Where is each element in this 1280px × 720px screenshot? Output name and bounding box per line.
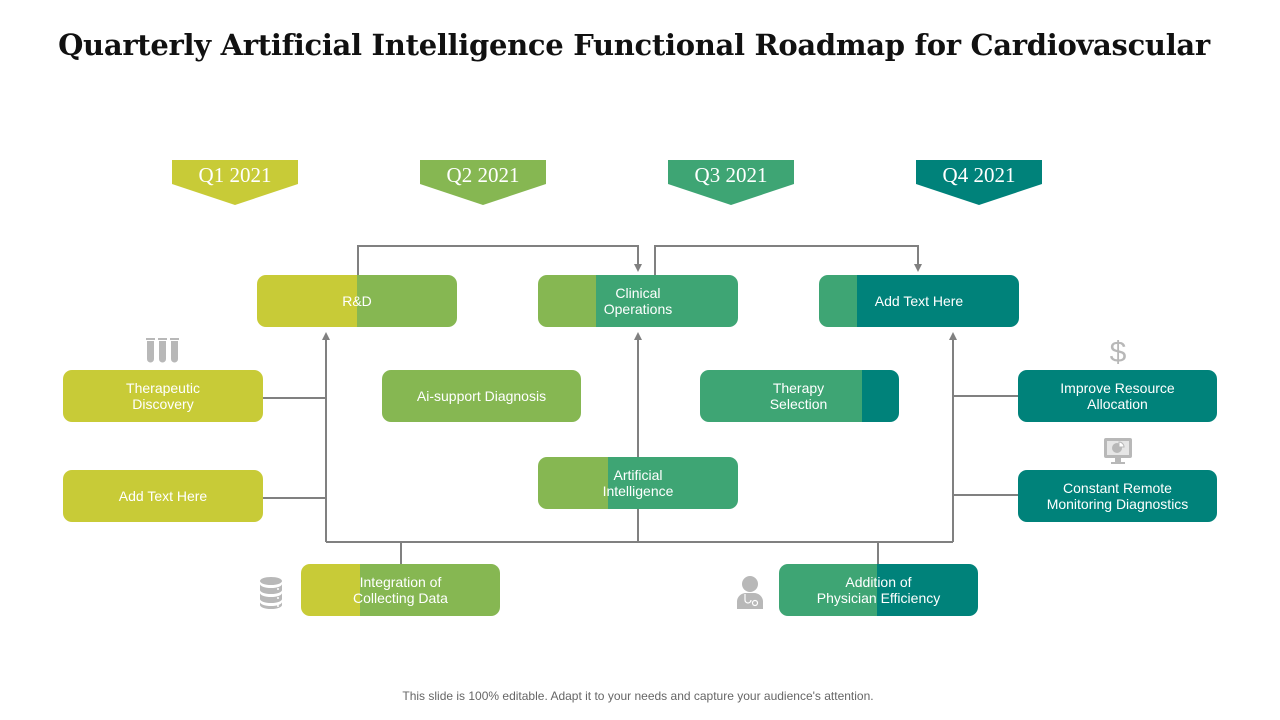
box-label: Therapy Selection (769, 380, 828, 412)
box-improve-resource-allocation[interactable]: Improve Resource Allocation (1018, 370, 1217, 422)
box-label: Integration of Collecting Data (353, 574, 448, 606)
box-clinical-operations[interactable]: Clinical Operations (538, 275, 738, 327)
box-label: Ai-support Diagnosis (416, 388, 547, 404)
quarter-banner-q3: Q3 2021 (668, 160, 794, 206)
monitor-chart-icon (1104, 438, 1132, 464)
box-label: Constant Remote Monitoring Diagnostics (1046, 480, 1189, 512)
connector-clinical-to-q4 (654, 245, 922, 275)
test-tubes-icon (146, 338, 179, 363)
segment-teal (877, 564, 978, 616)
svg-text:$: $ (1110, 336, 1127, 367)
quarter-banner-q1: Q1 2021 (172, 160, 298, 206)
quarter-label: Q3 2021 (694, 163, 768, 187)
banner-shape (668, 160, 794, 205)
box-label: Add Text Here (874, 293, 964, 309)
banner-shape (172, 160, 298, 205)
segment-sea-green (608, 457, 738, 509)
box-therapeutic-discovery[interactable]: Therapeutic Discovery (63, 370, 263, 422)
segment-green (538, 457, 608, 509)
box-label: Clinical Operations (603, 285, 673, 317)
box-label: Addition of Physician Efficiency (816, 574, 941, 606)
doctor-icon (737, 576, 763, 609)
banner-shape (420, 160, 546, 205)
database-icon (260, 577, 282, 609)
segment-lime (301, 564, 360, 616)
segment-lime (257, 275, 357, 327)
segment-sea-green (779, 564, 877, 616)
segment-sea-green (819, 275, 857, 327)
quarter-label: Q4 2021 (942, 163, 1016, 187)
box-ai-support-diagnosis[interactable]: Ai-support Diagnosis (382, 370, 581, 422)
segment-green (357, 275, 457, 327)
quarter-banner-q2: Q2 2021 (420, 160, 546, 206)
connector-rnd-to-clinical (357, 245, 642, 275)
slide-title: Quarterly Artificial Intelligence Functi… (58, 28, 1210, 62)
box-therapy-selection[interactable]: Therapy Selection (700, 370, 899, 422)
box-q4-add-text[interactable]: Add Text Here (819, 275, 1019, 327)
box-label: Therapeutic Discovery (126, 380, 200, 412)
quarter-label: Q1 2021 (198, 163, 272, 187)
box-label: Add Text Here (118, 488, 208, 504)
box-label: Artificial Intelligence (602, 467, 674, 499)
quarter-banner-q4: Q4 2021 (916, 160, 1042, 206)
segment-teal (862, 370, 899, 422)
box-physician-efficiency[interactable]: Addition of Physician Efficiency (779, 564, 978, 616)
box-left-add-text[interactable]: Add Text Here (63, 470, 263, 522)
banner-shape (916, 160, 1042, 205)
dollar-icon: $ (1110, 336, 1127, 367)
box-integration-collecting-data[interactable]: Integration of Collecting Data (301, 564, 500, 616)
quarter-label: Q2 2021 (446, 163, 520, 187)
segment-sea-green (700, 370, 862, 422)
box-label: R&D (342, 293, 372, 309)
segment-teal (857, 275, 1019, 327)
box-label: Improve Resource Allocation (1060, 380, 1175, 412)
footer-note: This slide is 100% editable. Adapt it to… (402, 689, 874, 703)
segment-green (360, 564, 500, 616)
box-artificial-intelligence[interactable]: Artificial Intelligence (538, 457, 738, 509)
box-rnd[interactable]: R&D (257, 275, 457, 327)
segment-sea-green (596, 275, 738, 327)
segment-green (538, 275, 596, 327)
box-constant-remote-monitoring[interactable]: Constant Remote Monitoring Diagnostics (1018, 470, 1217, 522)
